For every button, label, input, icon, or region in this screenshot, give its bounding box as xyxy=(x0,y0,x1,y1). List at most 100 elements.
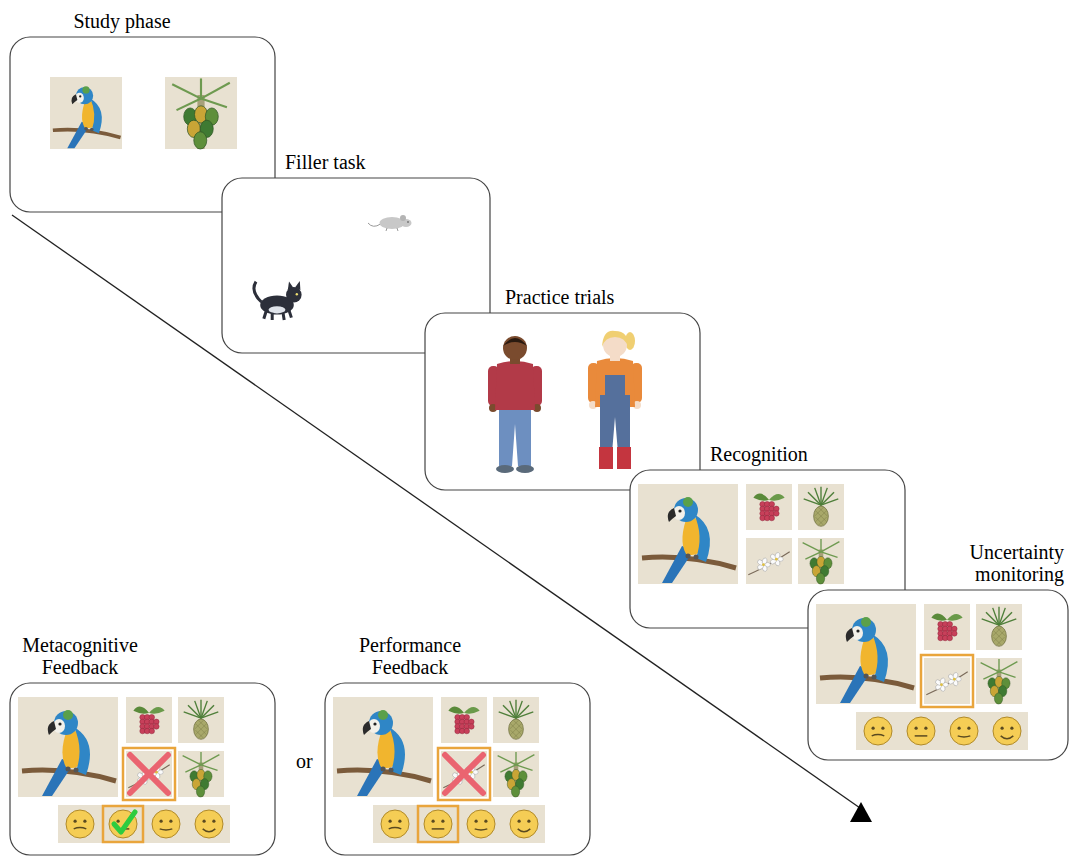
pineapple-pattern xyxy=(513,720,522,729)
pineapple-crown xyxy=(195,701,201,718)
boy-sweater xyxy=(495,361,535,410)
cat-tail xyxy=(254,282,261,302)
pineapple-pattern xyxy=(513,730,521,738)
papaya-leaf xyxy=(803,543,821,552)
image-tile xyxy=(746,484,792,530)
panel-heading-group: Uncertainty monitoring xyxy=(944,541,1064,585)
smiley-eye xyxy=(475,820,478,823)
smiley-face xyxy=(950,717,978,745)
panel-heading: Recognition xyxy=(710,443,860,465)
raspberry-leaf xyxy=(448,707,464,714)
smiley-eye xyxy=(74,820,77,823)
raspberry-picture xyxy=(931,614,962,641)
raspberry-drupe xyxy=(947,635,953,641)
mouse-picture xyxy=(368,215,412,231)
panel-picture xyxy=(10,683,275,855)
pineapple-body xyxy=(194,719,209,739)
panel-picture xyxy=(325,683,590,855)
pineapple-body xyxy=(509,719,524,739)
image-tile xyxy=(493,751,539,797)
cat-ear xyxy=(295,281,300,290)
smiley-face xyxy=(66,810,94,838)
image-tile xyxy=(976,604,1022,650)
smiley-eye xyxy=(1001,727,1004,730)
cat-leg xyxy=(264,311,266,319)
parrot-foot xyxy=(694,555,699,560)
branch xyxy=(337,770,431,781)
image-tile xyxy=(441,697,487,743)
smiley-eye xyxy=(958,727,961,730)
papaya-leaf xyxy=(998,659,999,672)
pineapple-crown xyxy=(510,701,516,718)
parrot-crown xyxy=(861,617,871,627)
pineapple-pattern xyxy=(510,724,521,735)
panel-heading-group: Metacognitive Feedback xyxy=(5,634,155,678)
smiley-face xyxy=(467,810,495,838)
parrot-head xyxy=(54,711,78,735)
parrot-picture xyxy=(337,710,431,796)
parrot-foot xyxy=(381,767,386,772)
mouse-leg xyxy=(386,228,398,231)
timeline-arrowhead xyxy=(850,802,872,822)
image-tile xyxy=(165,77,237,149)
papaya-leaf xyxy=(183,756,201,765)
smiley-eye xyxy=(881,727,884,730)
panel-heading: Filler task xyxy=(285,151,435,173)
image-tile xyxy=(178,751,224,797)
pineapple-pattern xyxy=(198,720,207,729)
image-tile xyxy=(333,697,433,797)
parrot-eye xyxy=(856,629,859,632)
parrot-crown xyxy=(82,86,89,93)
mouse-eye xyxy=(407,221,409,223)
smiley-eye xyxy=(117,820,120,823)
boy-shoe xyxy=(516,465,534,473)
cat-eye xyxy=(296,293,298,295)
smiley-eye xyxy=(872,727,875,730)
papaya-leaf xyxy=(999,662,1017,672)
pineapple-pattern xyxy=(996,627,1005,636)
rating-strip xyxy=(58,805,230,843)
parrot-beak xyxy=(48,721,56,735)
flower-center xyxy=(762,563,765,566)
smiley-eye xyxy=(398,820,401,823)
smiley-eye xyxy=(389,820,392,823)
branch xyxy=(642,557,736,568)
flower-petal xyxy=(952,672,958,680)
papaya-leaf xyxy=(201,755,219,765)
pineapple-pattern xyxy=(818,507,827,516)
smiley-eye xyxy=(1010,727,1013,730)
girl-overalls xyxy=(600,395,630,453)
papaya-leaf xyxy=(200,78,202,98)
smiley-face xyxy=(993,717,1021,745)
papaya-fruit xyxy=(194,132,207,149)
papaya-leaf xyxy=(516,755,534,765)
pineapple-pattern xyxy=(510,724,521,735)
parrot-head xyxy=(852,618,876,642)
papaya-fruit xyxy=(994,693,1002,704)
flower-center xyxy=(775,558,778,561)
panel-picture xyxy=(808,590,1068,760)
parrot-wing xyxy=(872,634,888,682)
girl-boot xyxy=(599,447,613,469)
parrot-picture xyxy=(642,497,736,583)
papaya-leaf xyxy=(498,756,516,765)
smiley-mouth xyxy=(160,829,173,830)
wrong-cross xyxy=(130,755,168,793)
papaya-leaf xyxy=(515,752,516,765)
smiley-face xyxy=(381,810,409,838)
phase-panel: Metacognitive Feedback xyxy=(10,683,275,855)
panel-outline xyxy=(325,683,590,855)
papaya-fruit xyxy=(196,786,204,797)
raspberry-leaf xyxy=(769,494,785,501)
parrot-crown xyxy=(683,497,693,507)
rating-highlight xyxy=(418,806,458,842)
papaya-leaf xyxy=(201,99,227,108)
parrot-foot xyxy=(84,127,88,131)
papaya-leaf xyxy=(172,84,201,98)
selection-highlight xyxy=(921,655,973,707)
correct-check xyxy=(114,812,135,832)
panel-heading: Performance Feedback xyxy=(335,634,485,678)
raspberry-drupe xyxy=(774,511,780,517)
smiley-mouth xyxy=(475,829,488,830)
